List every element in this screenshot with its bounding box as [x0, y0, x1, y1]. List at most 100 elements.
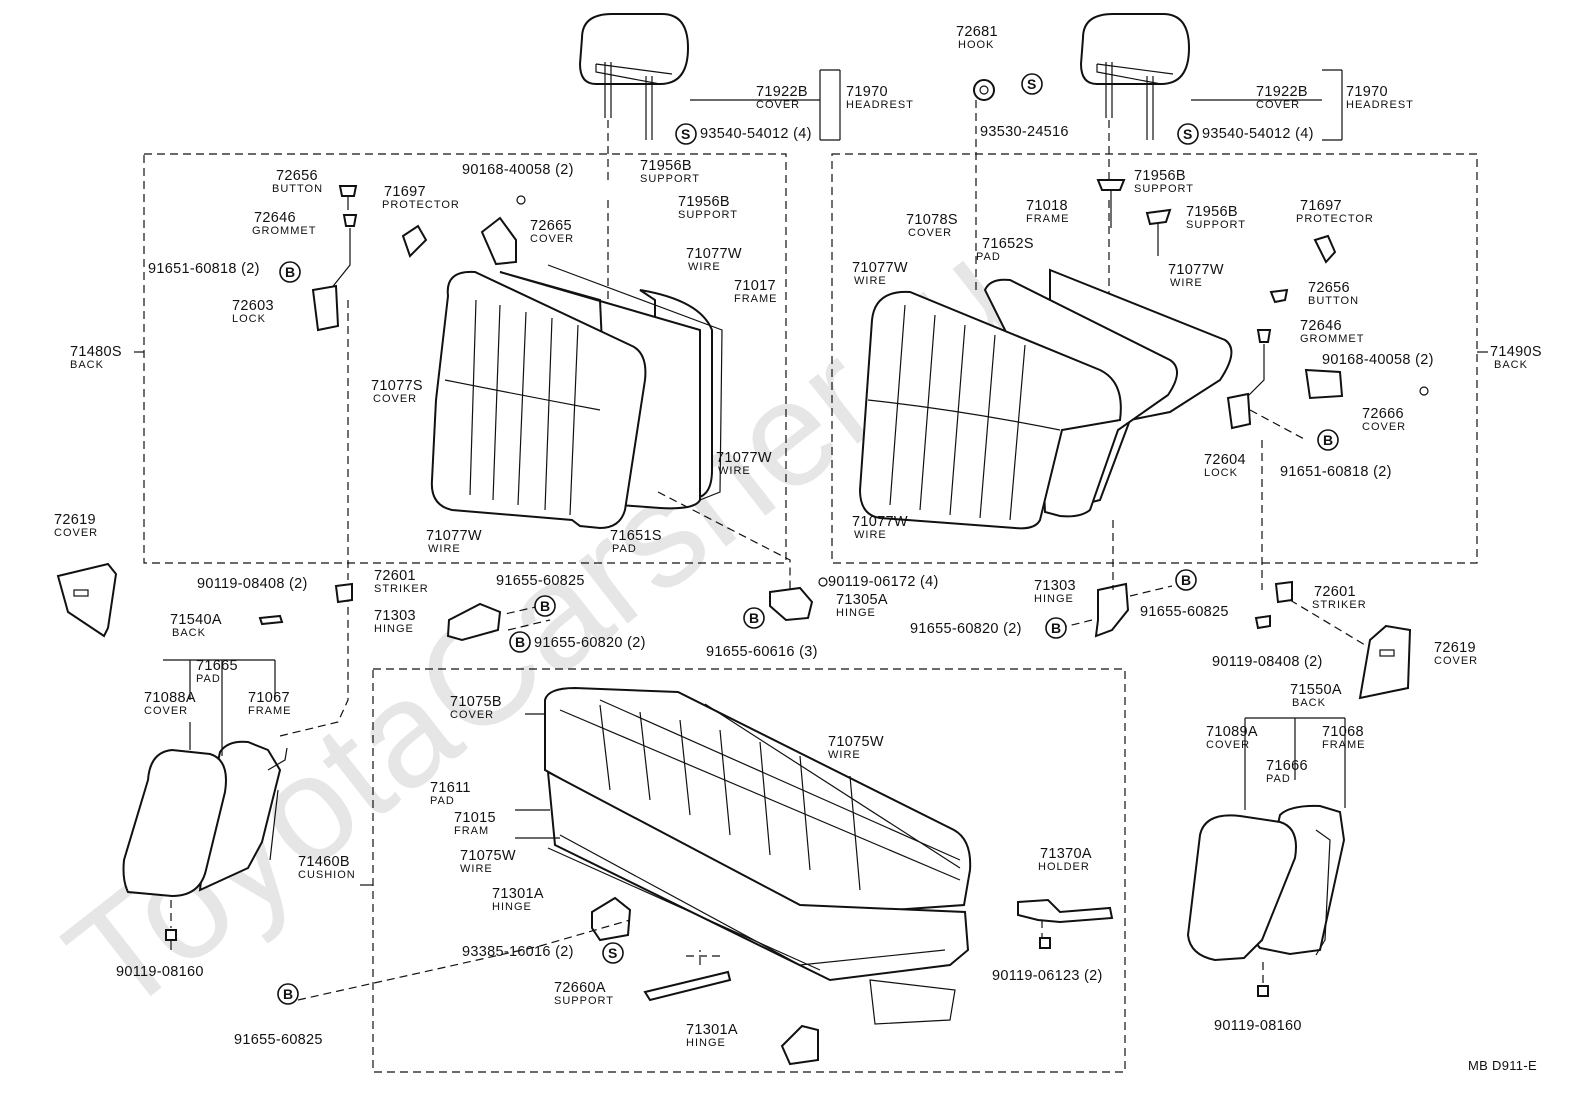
label-72604: 72604: [1204, 452, 1246, 468]
label-72681: 72681: [956, 24, 998, 40]
label-r72656: 72656: [1308, 280, 1350, 296]
svg-text:S: S: [681, 126, 690, 142]
label-71611: 71611: [430, 780, 471, 796]
label-71303-name: HINGE: [374, 623, 414, 635]
label-r72601-name: STRIKER: [1312, 599, 1367, 611]
label-90119-06172: 90119-06172 (4): [828, 574, 939, 590]
label-71089a-name: COVER: [1206, 739, 1250, 751]
left-striker-hinge: [258, 582, 502, 642]
label-72681-name: HOOK: [958, 39, 994, 51]
label-72660a-name: SUPPORT: [554, 995, 614, 1007]
label-71075b-name: COVER: [450, 709, 494, 721]
svg-text:S: S: [608, 945, 617, 961]
label-91655-60825: 91655-60825: [496, 573, 585, 589]
circle-s-4: S: [602, 942, 624, 964]
label-90168: 90168-40058 (2): [462, 162, 574, 178]
cushion-group-box: [372, 668, 1126, 1073]
label-71490s-name: BACK: [1494, 359, 1528, 371]
label-72646: 72646: [254, 210, 296, 226]
cushion-hinge-rear: [780, 1024, 819, 1066]
label-71970: 71970: [846, 84, 888, 100]
seat-cushion: [544, 686, 972, 1025]
label-r72646: 72646: [1300, 318, 1342, 334]
label-r72601: 72601: [1314, 584, 1356, 600]
label-71665-name: PAD: [196, 673, 221, 685]
label-71301a-1-name: HINGE: [492, 901, 532, 913]
label-71666: 71666: [1266, 758, 1308, 774]
label-71480s: 71480S: [70, 344, 122, 360]
label-r91655-60820: 91655-60820 (2): [910, 621, 1022, 637]
label-71301a-1: 71301A: [492, 886, 544, 902]
label-71652s-name: PAD: [976, 251, 1001, 263]
label-r71077w-1: 71077W: [852, 260, 908, 276]
label-r71697-name: PROTECTOR: [1296, 213, 1374, 225]
label-72601-name: STRIKER: [374, 583, 429, 595]
label-71666-name: PAD: [1266, 773, 1291, 785]
label-r93540: 93540-54012 (4): [1202, 126, 1314, 142]
left-side-back: [122, 740, 288, 898]
label-r71303-name: HINGE: [1034, 593, 1074, 605]
label-71611-name: PAD: [430, 795, 455, 807]
label-90119-08160: 90119-08160: [116, 964, 204, 980]
label-71651s-name: PAD: [612, 543, 637, 555]
svg-text:B: B: [749, 610, 759, 626]
label-r71970: 71970: [1346, 84, 1388, 100]
label-71089a: 71089A: [1206, 724, 1258, 740]
label-71697-name: PROTECTOR: [382, 199, 460, 211]
label-72656-name: BUTTON: [272, 183, 323, 195]
label-71665: 71665: [196, 658, 238, 674]
label-71540a-name: BACK: [172, 627, 206, 639]
label-71956b-1: 71956B: [640, 158, 692, 174]
label-71078s-name: COVER: [908, 227, 952, 239]
cushion-hinge-front: [591, 896, 632, 942]
label-71956b-2-name: SUPPORT: [678, 209, 738, 221]
circle-b-7: B: [1317, 429, 1339, 451]
label-71075b: 71075B: [450, 694, 502, 710]
label-r71956b-2: 71956B: [1186, 204, 1238, 220]
label-71018-name: FRAME: [1026, 213, 1070, 225]
label-r91651: 91651-60818 (2): [1280, 464, 1392, 480]
svg-text:B: B: [285, 264, 295, 280]
label-72619-name: COVER: [54, 527, 98, 539]
label-71068: 71068: [1322, 724, 1364, 740]
svg-text:B: B: [1323, 432, 1333, 448]
label-71305a-name: HINGE: [836, 607, 876, 619]
label-71970-name: HEADREST: [846, 99, 914, 111]
circle-s-3: S: [1177, 123, 1199, 145]
label-90119-08408: 90119-08408 (2): [197, 576, 308, 592]
right-seatback: [858, 268, 1233, 530]
label-91655-60825-bottom: 91655-60825: [234, 1032, 323, 1048]
circle-s-2: S: [1021, 73, 1043, 95]
label-71303: 71303: [374, 608, 416, 624]
cushion-holder-71370a: [1017, 898, 1114, 949]
left-seatback: [430, 264, 723, 530]
label-r90168: 90168-40058 (2): [1322, 352, 1434, 368]
label-71077w-3-name: WIRE: [428, 543, 461, 555]
label-71550a: 71550A: [1290, 682, 1342, 698]
cushion-support-72660a: [643, 970, 732, 1002]
right-striker-hinge: [1094, 580, 1293, 638]
svg-text:B: B: [515, 634, 525, 650]
right-cover-72619: [1358, 624, 1412, 700]
label-71460b-name: CUSHION: [298, 869, 356, 881]
circle-s-1: S: [675, 123, 697, 145]
label-r72656-name: BUTTON: [1308, 295, 1359, 307]
label-71077s-name: COVER: [373, 393, 417, 405]
label-71490s: 71490S: [1490, 344, 1542, 360]
left-cover-72619: [56, 562, 118, 638]
svg-text:B: B: [1051, 620, 1061, 636]
right-bolt-90119-08160: [1257, 985, 1269, 997]
label-71922b-name: COVER: [756, 99, 800, 111]
center-hinge-71305a: [769, 577, 828, 622]
label-71075w-2: 71075W: [460, 848, 516, 864]
circle-b-1: B: [279, 261, 301, 283]
left-back-group-box: [143, 153, 787, 564]
label-71075w-2-name: WIRE: [460, 863, 493, 875]
label-71015: 71015: [454, 810, 496, 826]
label-71077w-1: 71077W: [686, 246, 742, 262]
circle-b-6: B: [1045, 617, 1067, 639]
label-71370a-name: HOLDER: [1038, 861, 1090, 873]
label-71922b: 71922B: [756, 84, 808, 100]
label-71075w-1-name: WIRE: [828, 749, 861, 761]
